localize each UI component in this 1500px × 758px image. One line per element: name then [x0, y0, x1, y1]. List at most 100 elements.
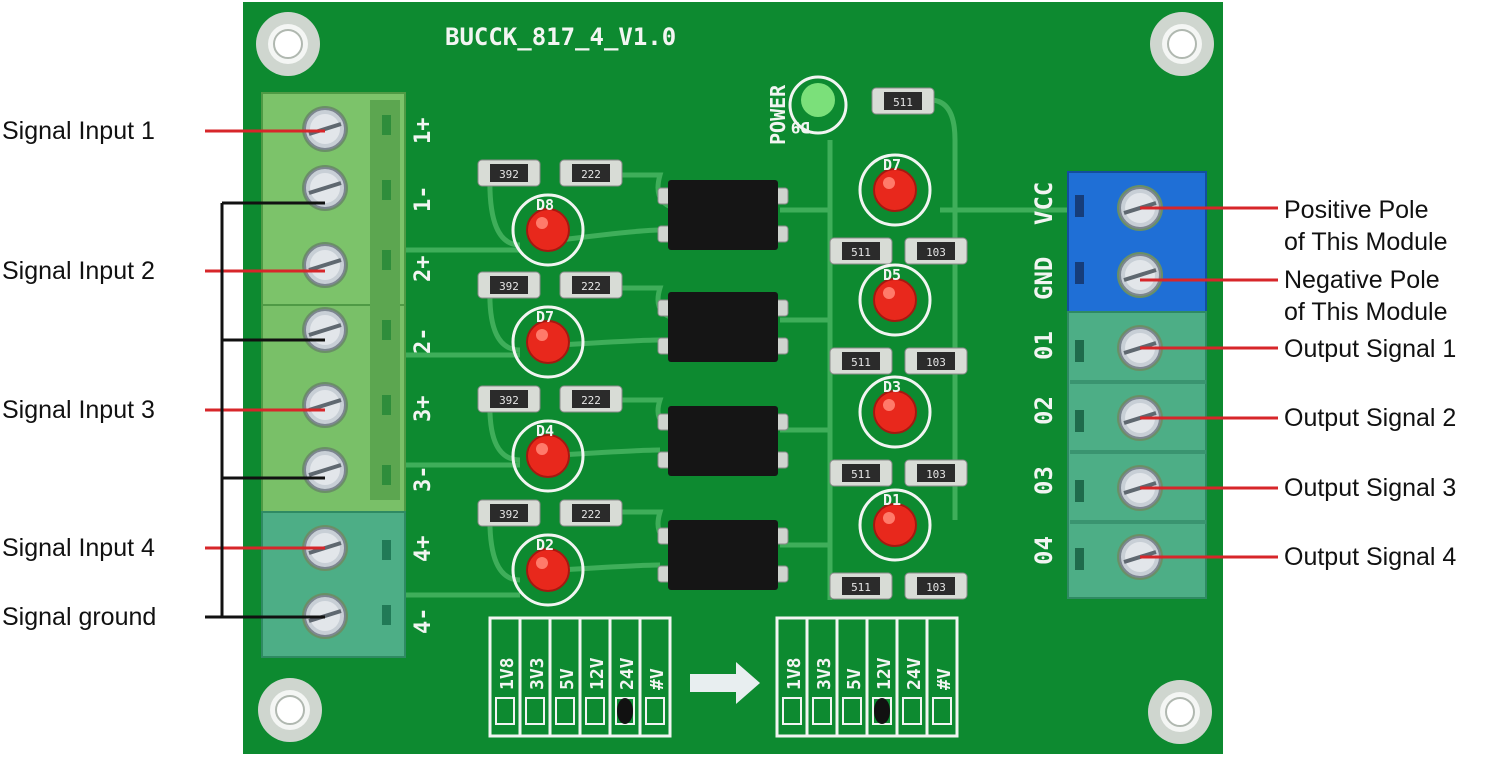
led-icon: D3	[858, 375, 932, 449]
led-icon: D5	[858, 263, 932, 337]
led-ref: D2	[536, 536, 554, 554]
arrow-right-icon	[690, 662, 760, 704]
voltage-label: 24V	[904, 657, 925, 690]
smd-resistor: 511	[829, 347, 893, 375]
resistor-value: 511	[851, 246, 871, 259]
voltage-label: 12V	[874, 657, 895, 690]
callout-negative-pole-line1: Negative Pole	[1284, 266, 1440, 294]
smd-resistor: 103	[904, 572, 968, 600]
callout-output-signal-2: Output Signal 2	[1284, 404, 1457, 432]
mounting-hole-icon	[1150, 12, 1214, 76]
resistor-value: 511	[851, 468, 871, 481]
resistor-value: 103	[926, 356, 946, 369]
voltage-label: 3V3	[814, 657, 835, 690]
led-ref: D7	[536, 308, 554, 326]
resistor-value: 222	[581, 168, 601, 181]
led-icon: D1	[858, 488, 932, 562]
callout-negative-pole-line2: of This Module	[1284, 298, 1448, 326]
led-ref: D3	[883, 378, 901, 396]
input-pin-label: 4+	[411, 536, 436, 563]
callout-output-signal-3: Output Signal 3	[1284, 474, 1457, 502]
smd-resistor: 222	[559, 271, 623, 299]
voltage-label: 5V	[844, 668, 865, 690]
resistor-value: 392	[499, 280, 519, 293]
voltage-label: 12V	[587, 657, 608, 690]
screw-icon	[302, 106, 348, 152]
resistor-value: 222	[581, 280, 601, 293]
callout-signal-input-3: Signal Input 3	[2, 396, 155, 424]
input-pin-label: 3+	[411, 396, 436, 423]
smd-resistor: 222	[559, 385, 623, 413]
callout-lines	[205, 129, 1278, 619]
callout-output-signal-4: Output Signal 4	[1284, 543, 1457, 571]
screw-icon	[302, 382, 348, 428]
resistor-value: 511	[851, 356, 871, 369]
output-pin-label: 02	[1030, 396, 1058, 425]
input-pin-label: 3-	[411, 466, 436, 493]
resistor-value: 392	[499, 394, 519, 407]
led-ref: D7	[883, 156, 901, 174]
output-pin-label: VCC	[1030, 182, 1058, 225]
led-ref: D4	[536, 422, 554, 440]
mounting-hole-icon	[258, 678, 322, 742]
optocoupler-chip	[657, 406, 789, 476]
smd-resistor: 392	[477, 159, 541, 187]
resistor-value: 222	[581, 508, 601, 521]
screw-icon	[1117, 252, 1163, 298]
output-pin-label: 01	[1030, 331, 1058, 360]
led-icon: D8	[511, 193, 585, 267]
resistor-value: 103	[926, 246, 946, 259]
pcb-board: BUCCK_817_4_V1.0 POWER D9 511 1+1-2+2-3+…	[243, 2, 1223, 754]
optocoupler-chip	[657, 180, 789, 250]
smd-resistor: 222	[559, 159, 623, 187]
screw-icon	[302, 447, 348, 493]
output-pin-label: 03	[1030, 466, 1058, 495]
voltage-label: #V	[647, 668, 668, 690]
smd-resistor: 103	[904, 459, 968, 487]
smd-resistor: 222	[559, 499, 623, 527]
resistor-value: 392	[499, 168, 519, 181]
power-led-icon	[801, 83, 835, 117]
smd-resistor: 511	[829, 572, 893, 600]
input-pin-label: 2+	[411, 256, 436, 283]
resistor-value: 103	[926, 468, 946, 481]
led-icon: D7	[511, 305, 585, 379]
output-terminal-block	[1067, 171, 1207, 599]
board-title: BUCCK_817_4_V1.0	[445, 23, 676, 51]
smd-resistor: 392	[477, 385, 541, 413]
callout-signal-ground: Signal ground	[2, 603, 157, 631]
mounting-hole-icon	[1148, 680, 1212, 744]
resistor-value: 392	[499, 508, 519, 521]
screw-icon	[302, 307, 348, 353]
smd-resistor: 511	[829, 459, 893, 487]
input-pin-label: 1-	[411, 186, 436, 213]
voltage-label: 3V3	[527, 657, 548, 690]
smd-resistor: 103	[904, 347, 968, 375]
callout-signal-input-4: Signal Input 4	[2, 534, 155, 562]
output-pin-label: 04	[1030, 536, 1058, 565]
input-pin-label: 2-	[411, 328, 436, 355]
callout-output-signal-1: Output Signal 1	[1284, 335, 1457, 363]
screw-icon	[302, 242, 348, 288]
power-resistor-label: 511	[893, 96, 913, 109]
optocoupler-chip	[657, 292, 789, 362]
mounting-hole-icon	[256, 12, 320, 76]
callout-positive-pole-line2: of This Module	[1284, 228, 1448, 256]
led-ref: D8	[536, 196, 554, 214]
optocoupler-chip	[657, 520, 789, 590]
solder-jumper-mark	[617, 698, 633, 724]
led-icon: D7	[858, 153, 932, 227]
resistor-value: 511	[851, 581, 871, 594]
output-pin-label: GND	[1030, 257, 1058, 300]
input-pin-label: 1+	[411, 118, 436, 145]
callout-signal-input-1: Signal Input 1	[2, 117, 155, 145]
input-terminal-block	[261, 92, 406, 658]
callout-positive-pole-line1: Positive Pole	[1284, 196, 1429, 224]
screw-icon	[302, 165, 348, 211]
screw-icon	[1117, 325, 1163, 371]
power-label: POWER	[766, 84, 790, 145]
voltage-label: 24V	[617, 657, 638, 690]
voltage-label: #V	[934, 668, 955, 690]
